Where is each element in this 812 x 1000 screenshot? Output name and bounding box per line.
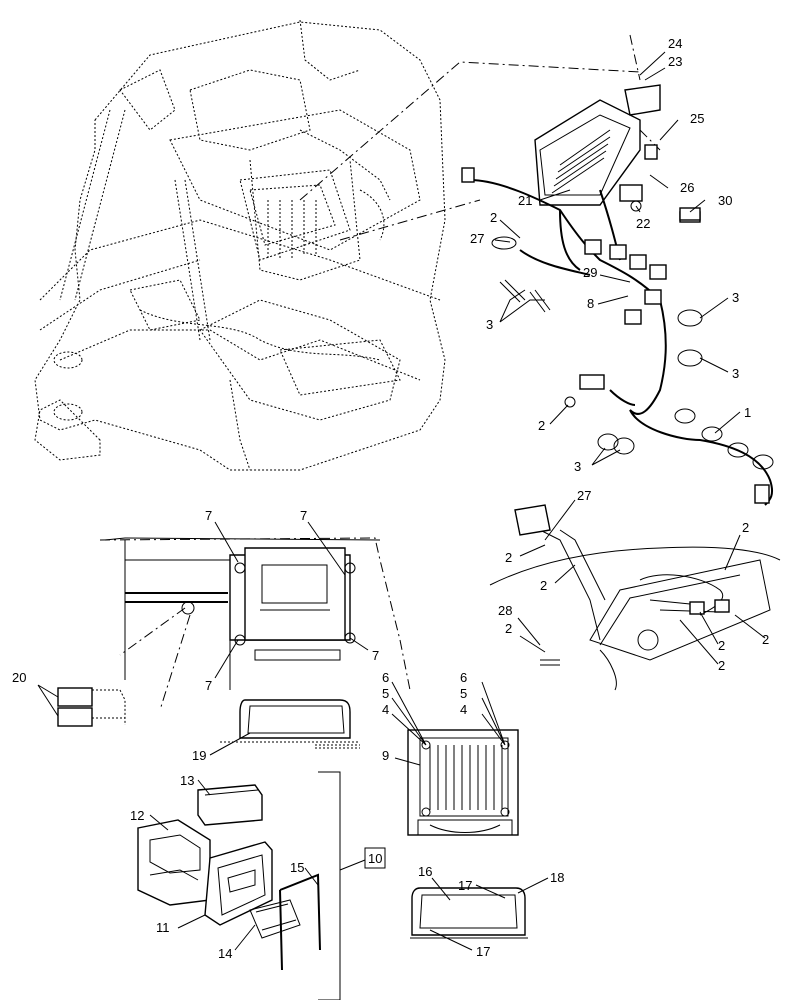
- callout-6-left: 6: [382, 670, 389, 685]
- callout-29: 29: [583, 265, 597, 280]
- callout-2-cab-d: 2: [762, 632, 769, 647]
- machine-frame-drawing: [34, 19, 446, 471]
- cab-corner-drawing: [489, 504, 781, 691]
- callout-25: 25: [690, 111, 704, 126]
- cover-19-drawing: [220, 699, 360, 749]
- callout-20: 20: [12, 670, 26, 685]
- callout-2-cab-g: 2: [718, 658, 725, 673]
- callout-5-right: 5: [460, 686, 467, 701]
- callout-2-cab-e: 2: [505, 621, 512, 636]
- wiring-harness-drawing: [461, 84, 774, 506]
- callout-2-top: 2: [490, 210, 497, 225]
- callout-27-cab: 27: [577, 488, 591, 503]
- callout-3-right-lower: 3: [732, 366, 739, 381]
- callout-7-b: 7: [300, 508, 307, 523]
- group-bracket-10: [318, 771, 386, 1000]
- callout-6-right: 6: [460, 670, 467, 685]
- callout-4-right: 4: [460, 702, 467, 717]
- callout-17-bottom: 17: [476, 944, 490, 959]
- controller-mount-drawing: [104, 537, 381, 690]
- callout-4-left: 4: [382, 702, 389, 717]
- callout-2-cab-a: 2: [505, 550, 512, 565]
- leader-lines: [37, 51, 766, 951]
- callout-2-cab-c: 2: [742, 520, 749, 535]
- callout-23: 23: [668, 54, 682, 69]
- callout-7-c: 7: [205, 678, 212, 693]
- callout-3-left: 3: [486, 317, 493, 332]
- callout-27-top: 27: [470, 231, 484, 246]
- callout-9: 9: [382, 748, 389, 763]
- callout-28: 28: [498, 603, 512, 618]
- callout-11: 11: [156, 920, 170, 935]
- callout-labels: 24 23 25 21 26 22 30 2 27 29 8 3 3 3 2 1…: [12, 36, 769, 961]
- callout-13: 13: [180, 773, 194, 788]
- callout-19: 19: [192, 748, 206, 763]
- callout-22: 22: [636, 216, 650, 231]
- callout-2-cab-f: 2: [718, 638, 725, 653]
- callout-10: 10: [368, 851, 382, 866]
- callout-18: 18: [550, 870, 564, 885]
- callout-8: 8: [587, 296, 594, 311]
- callout-3-right-top: 3: [732, 290, 739, 305]
- callout-30: 30: [718, 193, 732, 208]
- callout-3-bottom: 3: [574, 459, 581, 474]
- callout-24: 24: [668, 36, 682, 51]
- callout-2-harness: 2: [538, 418, 545, 433]
- callout-7-d: 7: [372, 648, 379, 663]
- callout-5-left: 5: [382, 686, 389, 701]
- callout-2-cab-b: 2: [540, 578, 547, 593]
- callout-12: 12: [130, 808, 144, 823]
- ecu-9-drawing: [407, 729, 519, 836]
- cover-16-drawing: [410, 887, 528, 939]
- callout-16: 16: [418, 864, 432, 879]
- callout-7-a: 7: [205, 508, 212, 523]
- callout-14: 14: [218, 946, 232, 961]
- callout-21: 21: [518, 193, 532, 208]
- brackets-20-drawing: [57, 687, 126, 727]
- bracket-parts-drawing: [137, 784, 321, 971]
- callout-15: 15: [290, 860, 304, 875]
- callout-26: 26: [680, 180, 694, 195]
- callout-1: 1: [744, 405, 751, 420]
- callout-17-top: 17: [458, 878, 472, 893]
